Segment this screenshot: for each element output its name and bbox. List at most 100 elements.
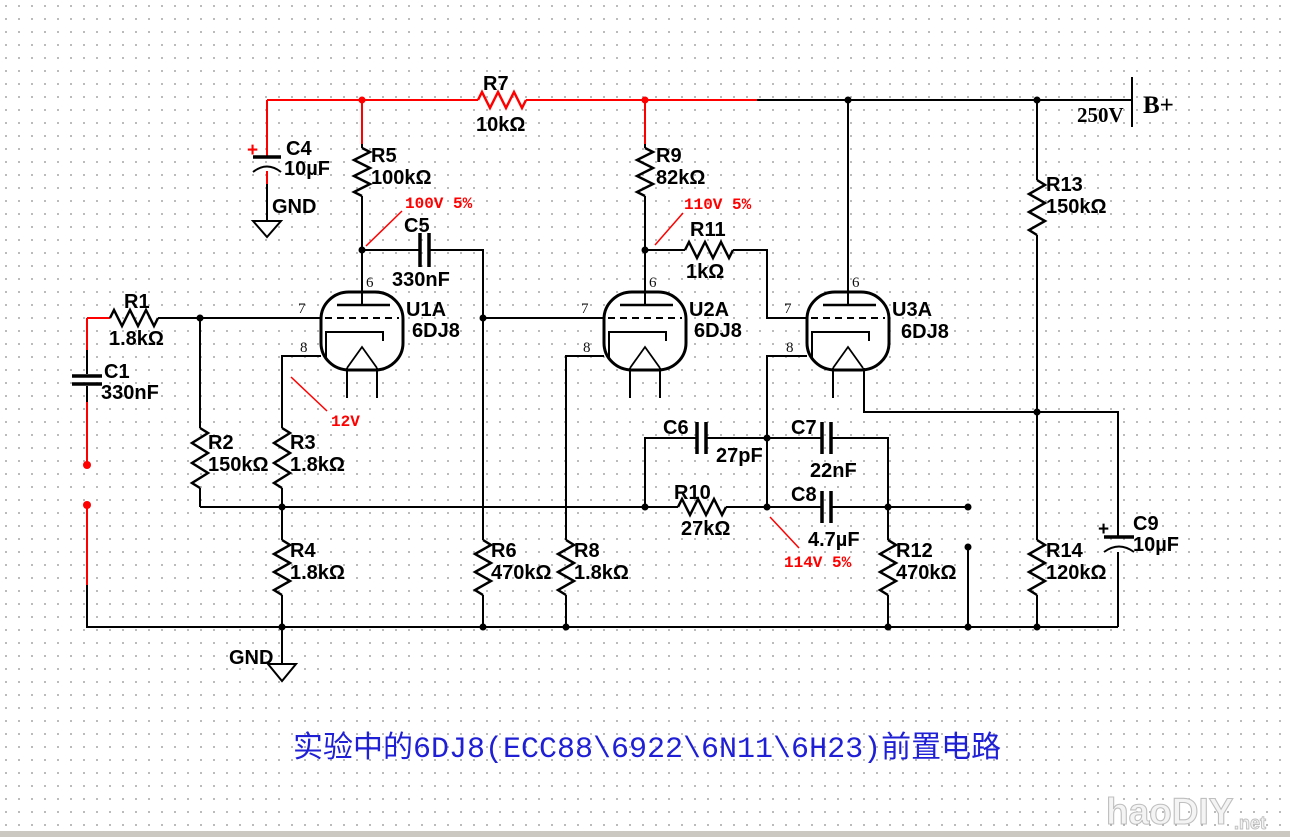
resistor-r6-body bbox=[472, 538, 494, 597]
resistor-r3-ref: R3 bbox=[290, 432, 316, 454]
tube-u1a-part: 6DJ8 bbox=[412, 320, 460, 342]
resistor-r10-value: 27kΩ bbox=[681, 518, 730, 540]
cap-c9-value: 10µF bbox=[1133, 534, 1179, 556]
resistor-r2-body bbox=[189, 426, 211, 490]
resistor-r8-ref: R8 bbox=[574, 540, 600, 562]
u3a-pin6-label: 6 bbox=[852, 275, 860, 291]
resistor-r14-value: 120kΩ bbox=[1046, 562, 1107, 584]
resistor-r9-value: 82kΩ bbox=[656, 167, 705, 189]
u2a-pin8-label: 8 bbox=[583, 340, 591, 356]
resistor-r5-value: 100kΩ bbox=[371, 167, 432, 189]
resistor-r6-value: 470kΩ bbox=[491, 562, 552, 584]
pointer-110v bbox=[654, 212, 684, 246]
tube-internals bbox=[325, 303, 885, 369]
annotation-pointer-lines bbox=[290, 210, 800, 549]
u1a-pin7-label: 7 bbox=[298, 301, 306, 317]
cap-c9-ref: C9 bbox=[1133, 513, 1159, 535]
resistor-r1-value: 1.8kΩ bbox=[109, 328, 164, 350]
cap-c9-polarity-mark: + bbox=[1098, 519, 1109, 540]
tube-u2a-part: 6DJ8 bbox=[694, 320, 742, 342]
cap-c4-ref: C4 bbox=[286, 138, 312, 160]
resistor-r1-ref: R1 bbox=[124, 291, 150, 313]
red-junction-dots bbox=[83, 96, 649, 509]
pointer-12v bbox=[290, 376, 328, 412]
cap-c7-body bbox=[820, 422, 833, 454]
resistor-r3-body bbox=[271, 426, 293, 490]
resistor-r4-ref: R4 bbox=[290, 540, 316, 562]
tube-u2a-heater bbox=[629, 345, 661, 369]
u1a-pin8-label: 8 bbox=[300, 340, 308, 356]
resistor-r5-ref: R5 bbox=[371, 145, 397, 167]
cap-c5-ref: C5 bbox=[404, 215, 430, 237]
cap-c6-value: 27pF bbox=[716, 445, 763, 467]
tube-u1a-heater bbox=[346, 345, 378, 369]
pointer-100v bbox=[365, 210, 403, 247]
junction-dots bbox=[196, 96, 1041, 631]
cap-c7-value: 22nF bbox=[810, 460, 857, 482]
u2a-pin7-label: 7 bbox=[581, 301, 589, 317]
resistor-r7-body bbox=[476, 89, 528, 111]
bplus-label: B+ bbox=[1143, 92, 1174, 119]
resistor-r2-ref: R2 bbox=[208, 432, 234, 454]
tube-u1a-ref: U1A bbox=[406, 299, 446, 321]
cap-c5-value: 330nF bbox=[392, 269, 450, 291]
annotation-u1-cathode-voltage: 12V bbox=[331, 413, 360, 431]
resistor-r11-body bbox=[683, 239, 735, 261]
voltage-annotations: 100V 5% 110V 5% 12V 114V 5% bbox=[331, 195, 852, 572]
power-labels: B+ 250V GND GND bbox=[229, 92, 1174, 669]
resistor-r1-body bbox=[108, 307, 160, 329]
cap-c8-body bbox=[820, 491, 833, 523]
resistor-r8-body bbox=[555, 538, 577, 597]
annotation-u1-plate-voltage: 100V 5% bbox=[405, 195, 473, 213]
ground-symbol-top bbox=[250, 220, 284, 239]
annotation-u2-plate-voltage: 110V 5% bbox=[684, 196, 752, 214]
cap-c8-ref: C8 bbox=[791, 484, 817, 506]
ground-symbol-bottom bbox=[265, 663, 299, 683]
resistor-r2-value: 150kΩ bbox=[208, 454, 269, 476]
resistor-r7-value: 10kΩ bbox=[476, 114, 525, 136]
resistor-bodies bbox=[108, 89, 1048, 597]
tube-u3a-cathode bbox=[811, 331, 870, 358]
capacitor-bodies bbox=[72, 155, 1135, 553]
resistor-r5-body bbox=[351, 146, 373, 198]
resistor-r3-value: 1.8kΩ bbox=[290, 454, 345, 476]
schematic-caption: 实验中的6DJ8(ECC88\6922\6N11\6H23)前置电路 bbox=[293, 731, 1001, 767]
resistor-r6-ref: R6 bbox=[491, 540, 517, 562]
resistor-r12-ref: R12 bbox=[896, 540, 933, 562]
component-labels: R7 10kΩ R5 100kΩ R9 82kΩ R13 150kΩ R11 1… bbox=[101, 73, 1179, 584]
resistor-r11-ref: R11 bbox=[690, 219, 726, 241]
cap-c1-value: 330nF bbox=[101, 382, 159, 404]
u2a-pin6-label: 6 bbox=[649, 275, 657, 291]
cap-c5-body bbox=[418, 233, 431, 267]
cap-c9-curved-plate bbox=[1103, 545, 1135, 553]
cap-c6-body bbox=[695, 422, 708, 454]
resistor-r12-value: 470kΩ bbox=[896, 562, 957, 584]
tube-u3a-heater bbox=[832, 345, 864, 369]
cap-c1-ref: C1 bbox=[104, 361, 130, 383]
cap-c4-value: 10µF bbox=[284, 158, 330, 180]
resistor-r9-ref: R9 bbox=[656, 145, 682, 167]
wire-segments-black bbox=[86, 99, 1132, 664]
u3a-pin8-label: 8 bbox=[786, 340, 794, 356]
ground-label-top: GND bbox=[272, 196, 316, 218]
u1a-pin6-label: 6 bbox=[366, 275, 374, 291]
cap-c4-polarity-mark: + bbox=[247, 140, 258, 161]
tube-u1a-cathode bbox=[325, 331, 384, 358]
tube-u3a-ref: U3A bbox=[892, 299, 932, 321]
resistor-r13-ref: R13 bbox=[1046, 174, 1083, 196]
u3a-pin7-label: 7 bbox=[784, 301, 792, 317]
tube-pin-numbers: 6 7 8 6 7 8 6 7 8 bbox=[298, 275, 860, 356]
annotation-u3-cathode-voltage: 114V 5% bbox=[784, 554, 852, 572]
cap-c6-ref: C6 bbox=[663, 417, 689, 439]
cap-c4-curved-plate bbox=[252, 165, 282, 173]
watermark-tld: .net bbox=[1234, 813, 1266, 833]
resistor-r4-value: 1.8kΩ bbox=[290, 562, 345, 584]
watermark: haoDIY .net bbox=[1105, 790, 1266, 833]
resistor-r13-value: 150kΩ bbox=[1046, 196, 1107, 218]
resistor-r10-ref: R10 bbox=[674, 482, 711, 504]
watermark-logo: haoDIY bbox=[1106, 791, 1234, 832]
bplus-voltage-label: 250V bbox=[1077, 103, 1124, 127]
resistor-r8-value: 1.8kΩ bbox=[574, 562, 629, 584]
